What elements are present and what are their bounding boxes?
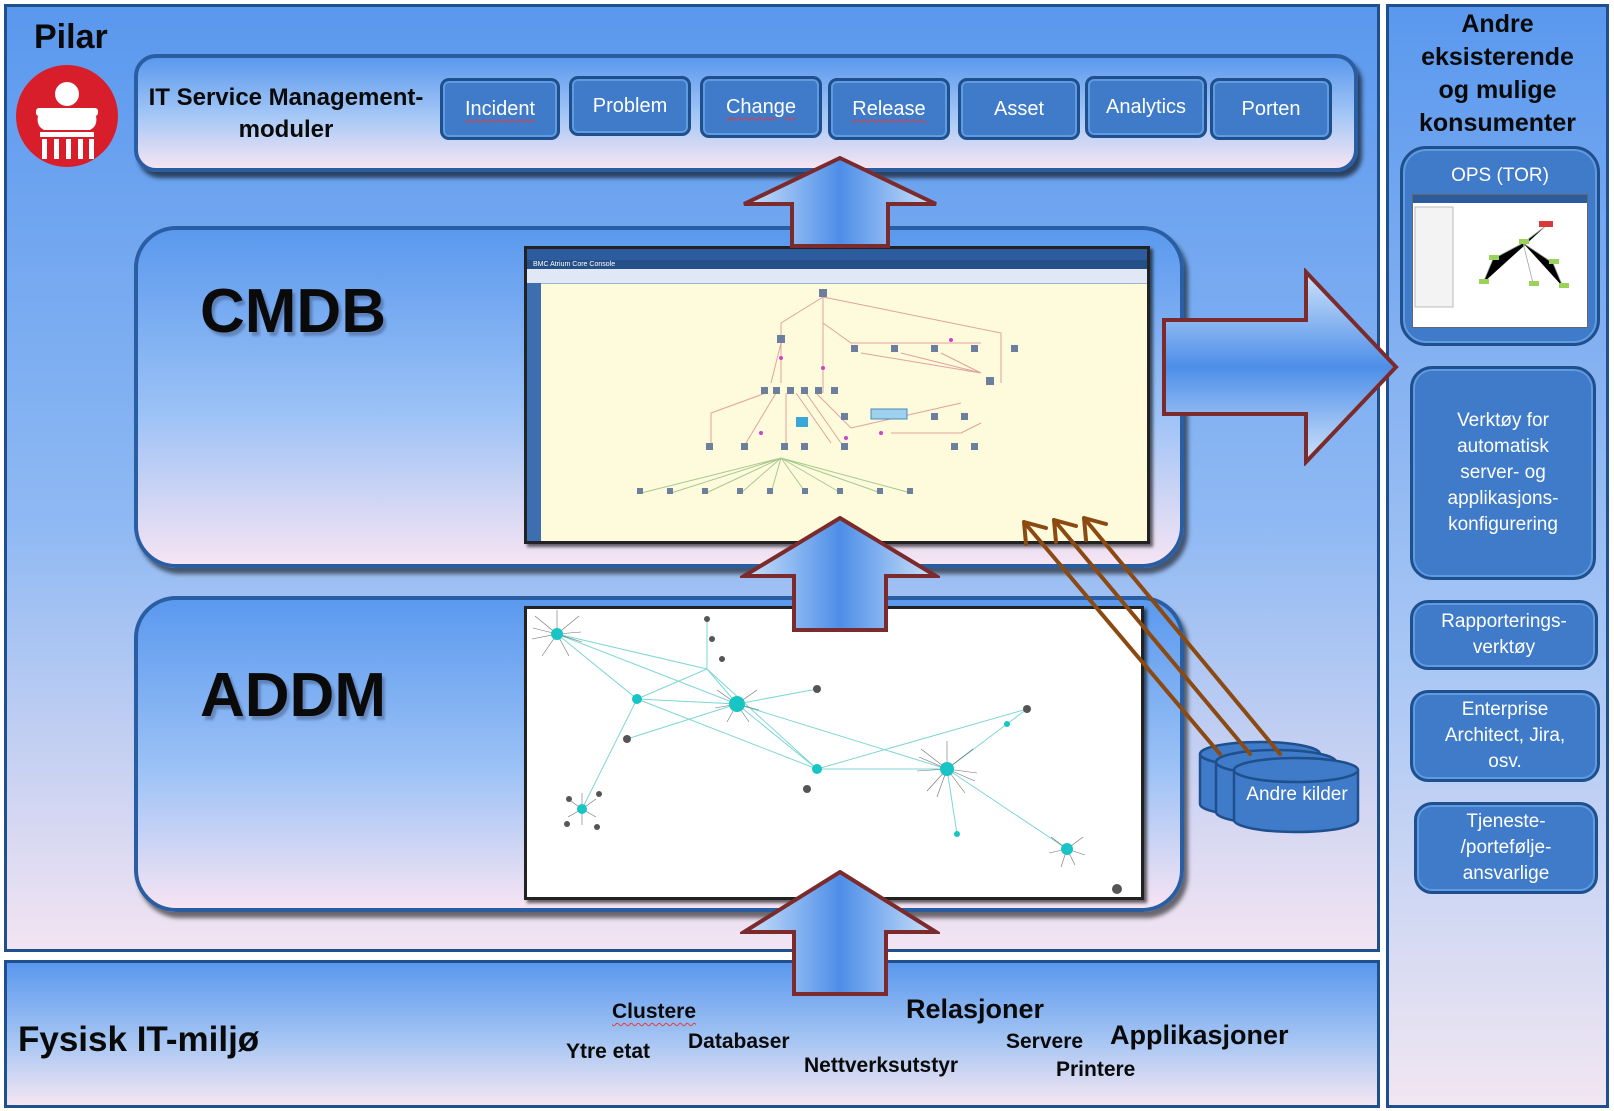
module-porten-label: Porten <box>1241 97 1301 120</box>
consumers-title-line3: og mulige <box>1438 76 1557 104</box>
source-arrows-icon <box>1022 516 1282 756</box>
cmdb-label: CMDB <box>200 277 386 346</box>
config-tools-line1: Verktøy for <box>1457 410 1549 431</box>
reporting-line2: verktøy <box>1472 637 1536 658</box>
owners-line2: /portefølje- <box>1460 837 1552 858</box>
word-ytre-etat: Ytre etat <box>566 1040 651 1063</box>
config-tools-line2: automatisk <box>1457 436 1549 457</box>
module-porten[interactable]: Porten <box>1210 78 1332 140</box>
owners-line1: Tjeneste- <box>1466 811 1546 832</box>
consumer-config-tools[interactable]: Verktøy for automatisk server- og applik… <box>1410 366 1596 580</box>
consumer-reporting[interactable]: Rapporterings- verktøy <box>1410 600 1598 670</box>
module-release-label: Release <box>852 97 926 120</box>
consumers-title-line4: konsumenter <box>1419 109 1576 137</box>
database-stack-icon <box>1198 740 1360 834</box>
physical-panel <box>4 960 1380 1108</box>
consumer-reporting-label: Rapporterings- verktøy <box>1441 609 1567 661</box>
pilar-title: Pilar <box>34 18 108 56</box>
ea-line2: Architect, Jira, <box>1444 725 1566 746</box>
consumer-service-owners[interactable]: Tjeneste- /portefølje- ansvarlige <box>1414 802 1598 894</box>
config-tools-line3: server- og <box>1460 462 1546 483</box>
ops-titlebar <box>1413 195 1587 203</box>
word-applikasjoner: Applikasjoner <box>1110 1020 1289 1050</box>
consumer-enterprise-architect[interactable]: Enterprise Architect, Jira, osv. <box>1410 690 1600 782</box>
itsm-title-line2: moduler <box>238 116 334 143</box>
module-asset-label: Asset <box>993 97 1045 120</box>
consumers-title-line1: Andre <box>1461 10 1534 38</box>
word-clustere: Clustere <box>612 1000 697 1023</box>
console-toolbar <box>527 269 1147 284</box>
module-change[interactable]: Change <box>700 76 822 138</box>
ea-line1: Enterprise <box>1461 699 1549 720</box>
module-release[interactable]: Release <box>828 78 950 140</box>
addm-screenshot <box>524 606 1144 900</box>
ea-line3: osv. <box>1488 751 1522 772</box>
module-incident[interactable]: Incident <box>440 78 560 140</box>
side-rail <box>527 283 541 541</box>
arrow-to-consumers-icon <box>1162 268 1399 466</box>
addm-label: ADDM <box>200 661 386 730</box>
pillar-logo-icon <box>16 65 118 167</box>
consumer-enterprise-architect-label: Enterprise Architect, Jira, osv. <box>1445 697 1565 775</box>
module-problem[interactable]: Problem <box>569 76 691 136</box>
consumer-ops-label: OPS (TOR) <box>1451 165 1549 186</box>
module-incident-label: Incident <box>464 97 536 120</box>
console-title: BMC Atrium Core Console <box>527 260 1147 269</box>
arrow-cmdb-to-itsm-icon <box>743 156 937 248</box>
word-nettverksutstyr: Nettverksutstyr <box>804 1054 959 1077</box>
consumer-service-owners-label: Tjeneste- /portefølje- ansvarlige <box>1461 809 1552 887</box>
addm-topology-graph <box>531 610 1122 894</box>
arrow-addm-to-cmdb-icon <box>740 516 940 632</box>
consumers-title-line2: eksisterende <box>1421 43 1574 71</box>
word-relasjoner: Relasjoner <box>906 994 1045 1024</box>
andre-kilder-label: Andre kilder <box>1246 784 1348 805</box>
itsm-title: IT Service Management- moduler <box>146 82 426 146</box>
word-databaser: Databaser <box>688 1030 790 1053</box>
config-tools-line4: applikasjons- <box>1447 488 1559 509</box>
cmdb-relationship-graph <box>637 289 1018 494</box>
ops-graph <box>1414 206 1569 308</box>
owners-line3: ansvarlige <box>1462 863 1550 884</box>
consumers-title: Andre eksisterende og mulige konsumenter <box>1390 8 1605 140</box>
module-problem-label: Problem <box>592 94 668 117</box>
module-analytics[interactable]: Analytics <box>1085 76 1207 138</box>
window-titlebar <box>527 249 1147 260</box>
arrow-physical-to-addm-icon <box>740 870 940 996</box>
module-asset[interactable]: Asset <box>958 78 1080 140</box>
reporting-line1: Rapporterings- <box>1441 611 1567 632</box>
ops-screenshot <box>1412 194 1588 328</box>
config-tools-line5: konfigurering <box>1448 514 1558 535</box>
itsm-title-line1: IT Service Management- <box>148 84 424 111</box>
physical-title: Fysisk IT-miljø <box>18 1020 260 1059</box>
consumer-config-tools-label: Verktøy for automatisk server- og applik… <box>1448 408 1559 538</box>
cmdb-screenshot: BMC Atrium Core Console <box>524 246 1150 544</box>
module-change-label: Change <box>725 95 797 118</box>
module-analytics-label: Analytics <box>1105 95 1187 118</box>
word-printere: Printere <box>1056 1058 1136 1081</box>
word-servere: Servere <box>1006 1030 1084 1053</box>
